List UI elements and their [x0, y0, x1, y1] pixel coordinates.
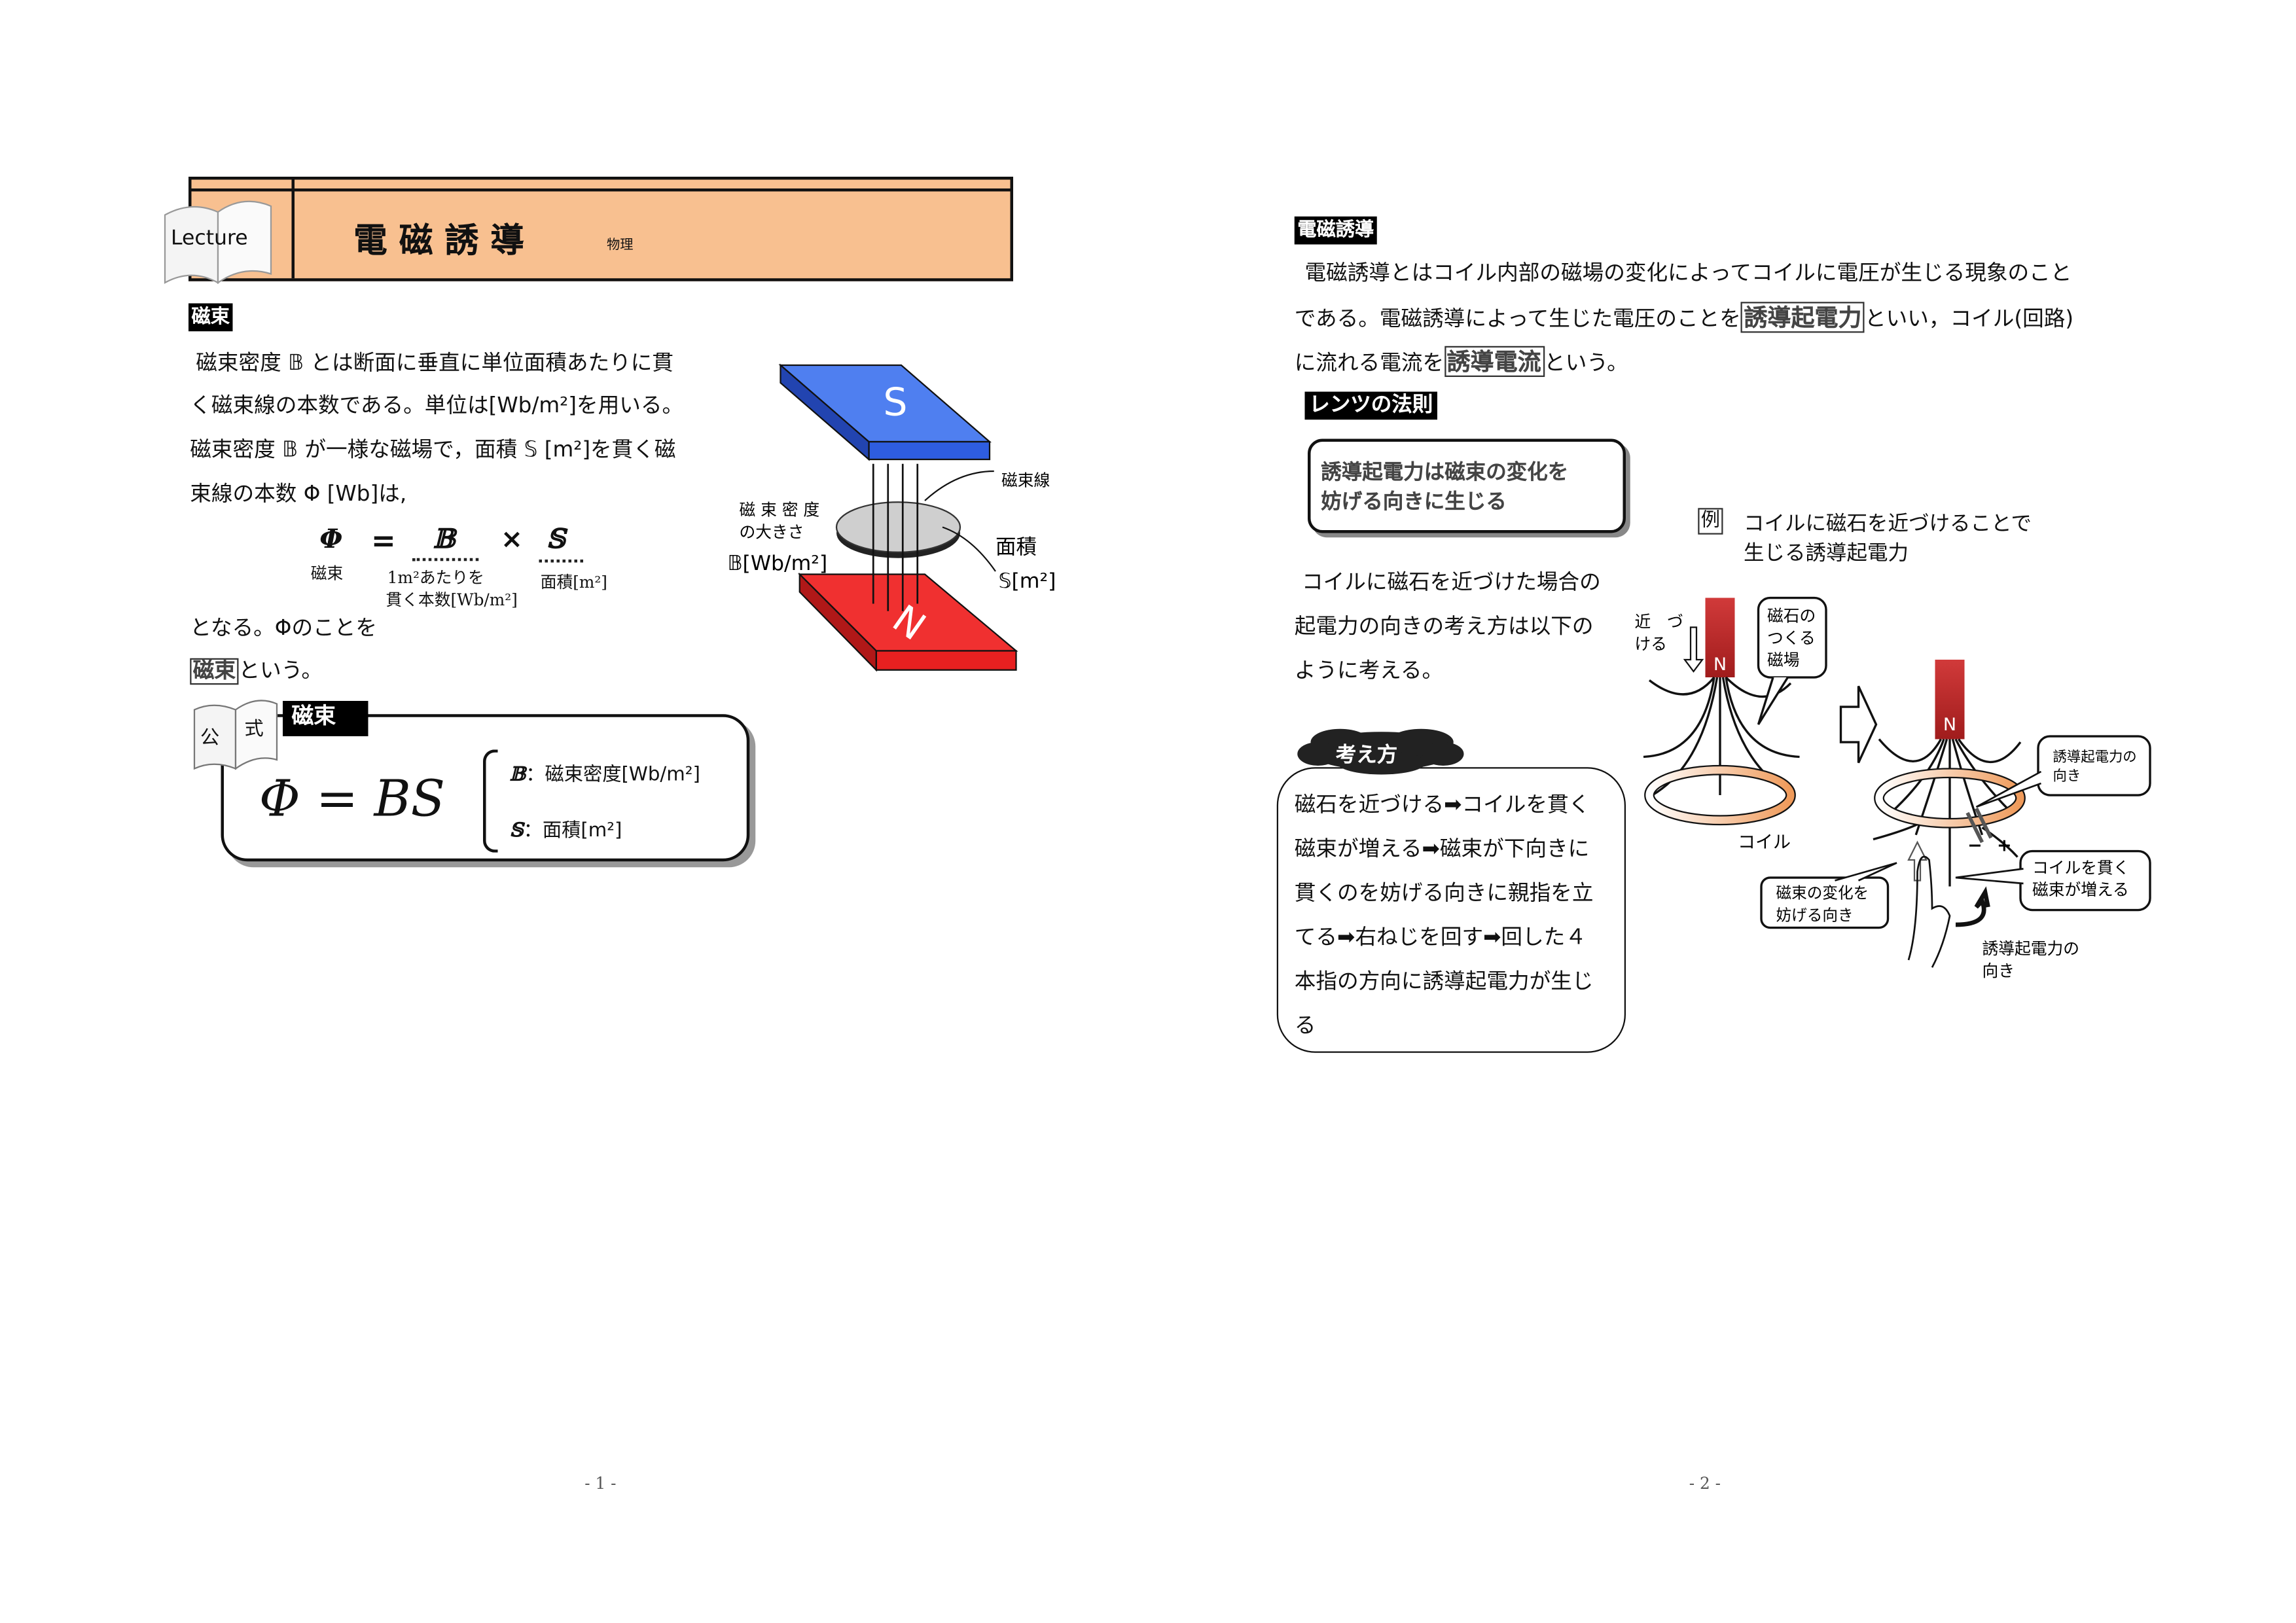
thumb-up-arrow [1907, 840, 1928, 882]
right-hand-icon [1907, 855, 1951, 968]
thinking-line: てる➡右ねじを回す➡回した４ [1294, 926, 1587, 950]
book-label: 公 [200, 727, 220, 750]
eq-b-label-2: 貫く本数[Wb/m²] [386, 590, 518, 610]
title-banner: 電 磁 誘 導 物理 [188, 177, 1013, 281]
s-pole-label: S [883, 380, 907, 425]
callout-text: 向き [2053, 768, 2081, 785]
callout-text: 誘導起電力の [2053, 749, 2137, 765]
minus-sign: − [1967, 836, 1982, 856]
page-number: - 2 - [1689, 1474, 1721, 1493]
eq-s-label: 面積[m²] [540, 573, 607, 592]
coil-label: コイル [1738, 832, 1791, 853]
n-pole-label: N [1943, 715, 1956, 735]
paragraph-line: 磁束密度 𝔹 が一様な磁場で，面積 𝕊 [m²]を貫く磁 [190, 438, 676, 463]
page-number: - 1 - [584, 1474, 617, 1493]
plus-sign: + [1997, 836, 2012, 856]
def-s: 𝕊：面積[m²] [509, 820, 622, 842]
paragraph-line: 磁束密度 𝔹 とは断面に垂直に単位面積あたりに貫 [196, 351, 673, 376]
thinking-label: 考え方 [1335, 743, 1398, 768]
paragraph-line: である。電磁誘導によって生じた電圧のことを誘導起電力といい，コイル(回路) [1295, 302, 2073, 333]
formula: Φ = BS [259, 770, 446, 829]
formula-book-icon: 公 式 [192, 698, 280, 772]
density-label: の大きさ [740, 522, 804, 541]
rule-line: 誘導起電力は磁束の変化を [1321, 461, 1569, 485]
approach-label: 近 づ [1635, 613, 1683, 632]
coil-induction-diagram: N 近 づ ける コイル 磁石の つくる 磁場 N [1635, 596, 2151, 980]
thinking-line: 貫くのを妨げる向きに親指を立 [1294, 882, 1594, 906]
thinking-line: 磁束が増える➡磁束が下向きに [1294, 838, 1590, 862]
flux-lines-label: 磁束線 [1001, 471, 1050, 490]
callout-text: 妨げる向き [1776, 906, 1854, 924]
callout-text: コイルを貫く [2032, 858, 2130, 877]
area-label: 面積 [996, 535, 1037, 559]
title: 電 磁 誘 導 [353, 222, 525, 261]
book-icon: Lecture [162, 198, 278, 286]
paragraph-line: に流れる電流を誘導電流という。 [1295, 346, 1628, 377]
eq-b-label-1: 1m²あたりを [387, 568, 484, 588]
callout-text: 磁石の [1767, 607, 1816, 626]
term-induced-current: 誘導電流 [1444, 346, 1545, 377]
section-label-em-induction: 電磁誘導 [1294, 216, 1377, 245]
intro-line: コイルに磁石を近づけた場合の [1302, 571, 1601, 595]
eq-times: × [501, 524, 523, 556]
eq-equals: = [371, 522, 396, 558]
example-text: コイルに磁石を近づけることで [1744, 512, 2032, 536]
section-label-lenz-law: レンツの法則 [1304, 391, 1437, 420]
book-label: 式 [244, 719, 264, 741]
lecture-badge: Lecture [171, 226, 248, 251]
emf-dir-label: 誘導起電力の [1982, 939, 2080, 958]
density-label: 磁 束 密 度 [740, 501, 820, 520]
paragraph-line: く磁束線の本数である。単位は[Wb/m²]を用いる。 [190, 395, 684, 418]
thinking-cloud-label: 考え方 [1296, 728, 1467, 775]
def-b: 𝔹：磁束密度[Wb/m²] [509, 764, 700, 787]
intro-line: 起電力の向きの考え方は以下の [1294, 615, 1594, 639]
thinking-line: 磁石を近づける➡コイルを貫く [1294, 793, 1590, 817]
term-magnetic-flux: 磁束 [190, 658, 239, 685]
section-label-magnetic-flux: 磁束 [188, 303, 233, 332]
thinking-line: 本指の方向に誘導起電力が生じ [1294, 970, 1594, 994]
eq-phi-label: 磁束 [310, 563, 344, 583]
example-mark: 例 [1698, 508, 1723, 535]
n-pole-label: N [1713, 654, 1727, 675]
formula-tab: 磁束 [283, 701, 368, 736]
area-unit: 𝕊[m²] [999, 569, 1056, 593]
text-line: となる。Φのことを [190, 616, 377, 641]
term-induced-emf: 誘導起電力 [1740, 302, 1865, 333]
callout-text: 磁束の変化を [1776, 884, 1869, 902]
approach-label: ける [1635, 634, 1668, 653]
eq-s: 𝕊 [546, 524, 565, 556]
text-rest: という。 [238, 660, 323, 683]
lenz-rule-box: 誘導起電力は磁束の変化を 妨げる向きに生じる [1308, 438, 1626, 533]
formula-box: Φ = BS 𝔹：磁束密度[Wb/m²] 𝕊：面積[m²] [221, 714, 750, 862]
callout-text: つくる [1767, 628, 1816, 647]
example-text: 生じる誘導起電力 [1744, 542, 1909, 565]
text-line: 磁束という。 [190, 658, 323, 685]
callout-text: 磁束が増える [2032, 880, 2129, 899]
density-unit: 𝔹[Wb/m²] [728, 552, 828, 575]
subject: 物理 [607, 238, 634, 254]
intro-line: ように考える。 [1294, 660, 1444, 683]
callout-text: 磁場 [1767, 651, 1800, 669]
eq-b: 𝔹 [433, 524, 456, 556]
emf-dir-label: 向き [1982, 961, 2015, 980]
curl-arrow-icon [1955, 886, 1990, 927]
paragraph-line: 電磁誘導とはコイル内部の磁場の変化によってコイルに電圧が生じる現象のこと [1304, 262, 2072, 286]
thinking-line: る [1294, 1014, 1316, 1039]
eq-phi: Φ [319, 524, 343, 556]
magnet-flux-diagram: S N 磁束線 磁 束 密 度 の大きさ 𝔹[Wb/m²] 面積 𝕊[m²] [728, 363, 1056, 672]
paragraph-line: 束線の本数 Φ [Wb]は, [190, 483, 407, 507]
thinking-box: 磁石を近づける➡コイルを貫く 磁束が増える➡磁束が下向きに 貫くのを妨げる向きに… [1276, 767, 1626, 1053]
rule-line: 妨げる向きに生じる [1321, 490, 1507, 514]
